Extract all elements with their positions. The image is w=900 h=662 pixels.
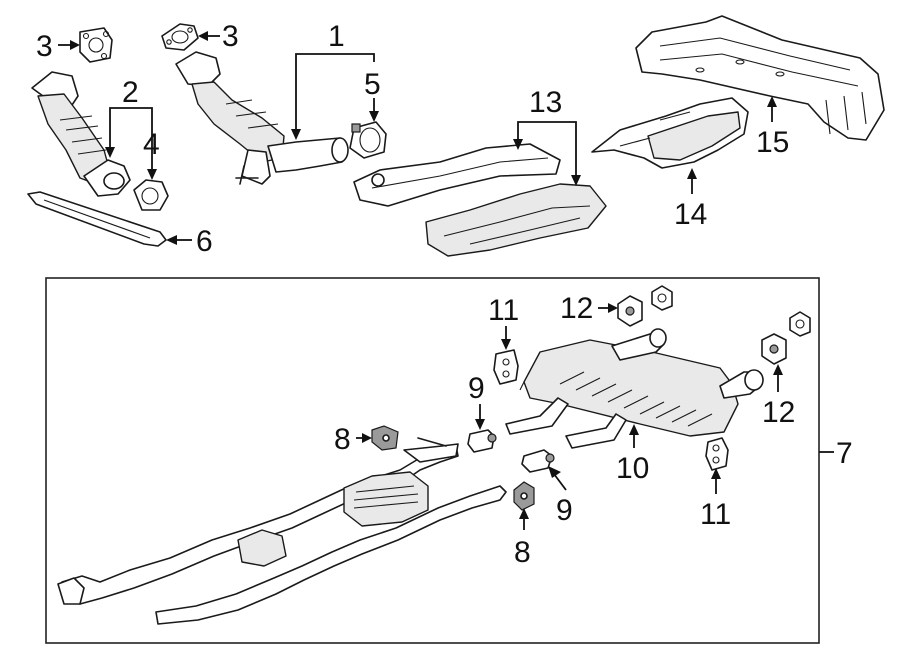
callout-14: 14 [674,198,707,231]
bracket-11-left [493,349,519,385]
assembly-7-frame [45,277,820,644]
heat-shield-13 [353,143,561,207]
isolator-12-top [617,285,673,327]
callout-11-left: 11 [488,294,519,327]
callout-11-right: 11 [700,498,731,531]
arrow-12-right [773,364,783,375]
callout-8-right: 8 [514,536,531,569]
callout-6: 6 [196,225,213,258]
arrow-9-right [548,466,561,478]
gasket-3-left [79,27,113,63]
arrow-5 [369,111,379,122]
bracket-11-right [705,437,729,471]
rear-muffler-10 [519,328,764,437]
arrow-4 [147,169,157,180]
arrow-11-right [711,468,721,479]
leader-1 [295,53,375,130]
leader-2 [109,107,153,170]
callout-2: 2 [122,76,139,109]
catalytic-converter-right [175,51,349,185]
callout-9-right: 9 [556,494,573,527]
callout-7: 7 [836,437,853,470]
callout-12-right: 12 [762,396,795,429]
clamp-5 [349,121,387,159]
catalytic-converter-left [31,71,131,197]
hanger-8-left [371,425,399,451]
callout-3-right: 3 [222,20,239,53]
arrow-3-right [198,31,208,41]
leader-9-right [553,473,567,491]
arrow-11-left [501,339,511,350]
callout-15: 15 [756,126,789,159]
callout-9-left: 9 [468,372,485,405]
callout-13: 13 [529,86,562,119]
isolator-12-right [761,311,811,365]
arrow-13b [571,175,581,186]
heat-shield-13-lower [425,183,607,257]
front-pipe-assembly [57,437,507,625]
gasket-3-right [161,23,199,51]
callout-12-top: 12 [560,292,593,325]
leader-13 [517,121,577,176]
arrow-12-top [608,303,618,313]
arrow-15 [767,96,777,107]
arrow-14 [687,168,697,179]
callout-4: 4 [143,128,160,161]
callout-5: 5 [364,68,381,101]
heat-shield-15 [635,15,885,141]
gasket-4 [133,179,169,211]
arrow-1 [291,129,301,140]
isolator-9-right [521,449,555,473]
callout-1: 1 [328,20,345,53]
callout-3-left: 3 [36,30,53,63]
arrow-3-left [70,40,80,50]
arrow-10 [629,424,639,435]
heat-shield-6 [27,191,167,247]
callout-8-left: 8 [334,423,351,456]
arrow-6 [166,235,177,245]
arrow-13a [513,139,523,150]
arrow-8-right [519,508,529,519]
arrow-8-left [362,433,372,443]
hanger-8-right [513,481,535,511]
intermediate-pipes [505,397,627,449]
arrow-9-left [475,419,485,430]
arrow-2 [105,147,115,158]
callout-10: 10 [616,452,649,485]
isolator-9-left [467,429,497,453]
heat-shield-14 [591,97,749,169]
